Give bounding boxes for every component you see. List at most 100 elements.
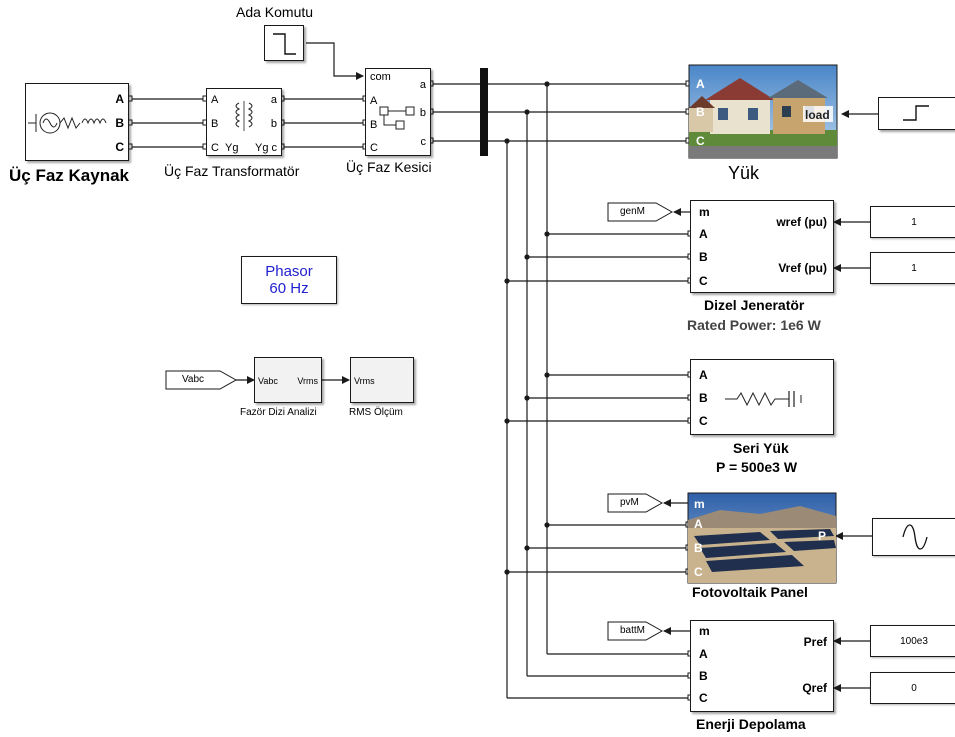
vabc-tag-shape (165, 370, 238, 390)
breaker-title: Üç Faz Kesici (346, 159, 432, 175)
phasor-line1: Phasor (265, 263, 313, 280)
series-load-subtitle: P = 500e3 W (716, 459, 798, 475)
transformer-port-a: a (270, 94, 277, 106)
svg-text:P: P (818, 529, 826, 543)
breaker-block[interactable]: com A B C a b c (365, 68, 431, 156)
phasor-line2: 60 Hz (269, 280, 309, 297)
diesel-port-C: C (699, 274, 708, 288)
breaker-switch-icon (379, 106, 415, 130)
seq-in-port: Vabc (258, 376, 278, 386)
diesel-port-B: B (699, 250, 708, 264)
rms-title: RMS Ölçüm (349, 407, 403, 418)
pv-sine-block[interactable] (872, 518, 955, 556)
svg-text:B: B (694, 541, 703, 555)
battm-tag[interactable]: battM (620, 625, 646, 636)
series-port-B: B (699, 391, 708, 405)
diesel-port-A: A (699, 227, 708, 241)
diesel-subtitle: Rated Power: 1e6 W (687, 317, 821, 333)
source-port-b: B (115, 116, 124, 130)
diesel-port-vref: Vref (pu) (778, 261, 827, 275)
winding1-label: Yg (225, 142, 239, 154)
source-title: Üç Faz Kaynak (9, 166, 129, 185)
genm-tag[interactable]: genM (620, 206, 646, 217)
storage-title: Enerji Depolama (696, 716, 806, 732)
pref-constant-block[interactable]: 100e3 (870, 625, 955, 657)
transformer-port-c: c (271, 142, 278, 154)
storage-port-B: B (699, 669, 708, 683)
ac-source-icon (28, 112, 107, 134)
winding2-label: Yg (255, 142, 269, 154)
svg-text:A: A (696, 77, 705, 91)
vref-constant-value: 1 (911, 263, 917, 274)
energy-storage-block[interactable]: m A B C Pref Qref (690, 620, 834, 712)
breaker-port-a: a (419, 79, 426, 91)
pv-title: Fotovoltaik Panel (692, 584, 808, 600)
vref-constant-block[interactable]: 1 (870, 252, 955, 284)
junction-dots (504, 81, 550, 575)
diesel-port-wref: wref (pu) (776, 215, 827, 229)
pvm-tag[interactable]: pvM (620, 497, 639, 508)
load-photo[interactable]: A B C load (688, 64, 838, 159)
signal-lines (236, 42, 878, 692)
transformer-coil-icon (235, 101, 253, 131)
step-icon (273, 33, 296, 55)
source-port-a: A (115, 92, 124, 106)
three-phase-source-block[interactable]: A B C (25, 83, 129, 161)
breaker-port-b: b (419, 107, 426, 119)
transformer-port-b: b (270, 118, 277, 130)
svg-text:B: B (696, 105, 705, 119)
transformer-port-B: B (211, 118, 219, 130)
transformer-block[interactable]: A B C a b c Yg Yg (206, 88, 282, 156)
sequence-analyzer-block[interactable]: Vabc Vrms (254, 357, 322, 403)
load-step-block[interactable] (878, 97, 955, 130)
powergui-phasor-block[interactable]: Phasor 60 Hz (241, 256, 337, 304)
island-command-title: Ada Komutu (236, 4, 314, 20)
pvm-tag-shape (607, 493, 664, 513)
storage-port-C: C (699, 691, 708, 705)
storage-port-m: m (699, 624, 710, 638)
qref-constant-value: 0 (911, 683, 917, 694)
breaker-port-B: B (370, 119, 378, 131)
battm-tag-shape (607, 621, 664, 641)
sequence-analyzer-title: Fazör Dizi Analizi (240, 407, 317, 418)
vabc-tag[interactable]: Vabc (182, 374, 205, 385)
breaker-port-C: C (370, 142, 378, 154)
wref-constant-block[interactable]: 1 (870, 206, 955, 238)
pref-constant-value: 100e3 (900, 636, 928, 647)
seq-out-port: Vrms (297, 376, 318, 386)
svg-text:A: A (694, 517, 703, 531)
genm-tag-shape (607, 202, 674, 222)
island-command-block[interactable] (264, 25, 304, 61)
transformer-title: Üç Faz Transformatör (164, 163, 300, 179)
source-port-c: C (115, 140, 124, 154)
rms-block[interactable]: Vrms (350, 357, 414, 403)
sine-icon (902, 524, 928, 550)
rms-in-port: Vrms (354, 376, 375, 386)
wires (128, 83, 690, 699)
storage-port-qref: Qref (802, 681, 827, 695)
svg-text:C: C (694, 565, 703, 579)
diesel-port-m: m (699, 205, 710, 219)
qref-constant-block[interactable]: 0 (870, 672, 955, 704)
pv-photo[interactable]: m A B C P (687, 492, 837, 584)
wref-constant-value: 1 (911, 217, 917, 228)
svg-text:m: m (694, 497, 705, 511)
svg-text:C: C (696, 134, 705, 148)
step-icon (903, 105, 929, 121)
transformer-port-C: C (211, 142, 219, 154)
diesel-generator-block[interactable]: m A B C wref (pu) Vref (pu) (690, 200, 834, 293)
diesel-title: Dizel Jeneratör (704, 297, 805, 313)
breaker-port-c: c (420, 136, 427, 148)
series-load-block[interactable]: A B C (690, 359, 834, 435)
breaker-port-A: A (370, 95, 378, 107)
load-right-port: load (805, 108, 830, 122)
series-port-A: A (699, 368, 708, 382)
series-load-title: Seri Yük (733, 440, 789, 456)
storage-port-pref: Pref (803, 635, 827, 649)
transformer-port-A: A (211, 94, 219, 106)
storage-port-A: A (699, 647, 708, 661)
resistor-capacitor-icon (725, 391, 802, 407)
busbar[interactable] (480, 68, 488, 156)
series-port-C: C (699, 414, 708, 428)
